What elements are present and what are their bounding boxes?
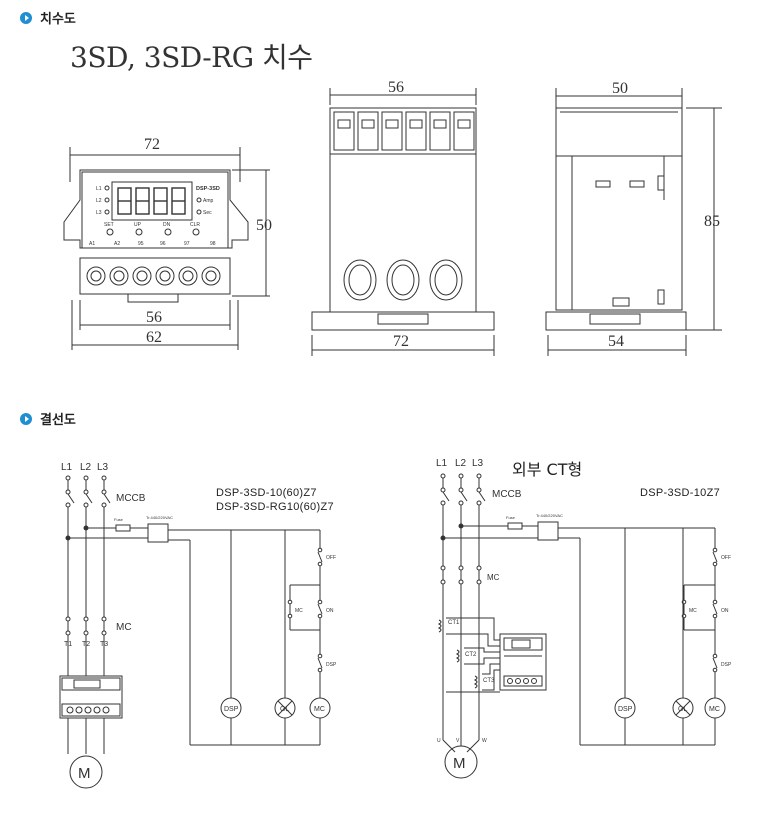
- section-title: 결선도: [40, 413, 76, 428]
- terminal-label: 96: [160, 241, 166, 247]
- model-name: DSP-3SD-RG10(60)Z7: [216, 501, 334, 513]
- breaker-label: MCCB: [116, 493, 146, 504]
- aux-contact-label: MC: [689, 608, 697, 614]
- dim-side-85: 85: [704, 213, 720, 230]
- bullet-icon: [20, 11, 32, 24]
- terminal-label: 98: [210, 241, 216, 247]
- external-ct-title: 외부 CT형: [512, 460, 583, 479]
- transformer-label: Tr.440/220VAC: [536, 513, 563, 518]
- load-label: MC: [314, 706, 325, 713]
- aux-contact-label: MC: [295, 608, 303, 614]
- relay-device-icon: [499, 633, 547, 691]
- fuse-label: Fuse: [114, 517, 124, 522]
- front-view: 72 L1 L2 L3 DSP-3SD Amp Sec SET UP DN CL…: [63, 136, 272, 350]
- side-view: 50 54 85: [545, 80, 722, 356]
- wiring-left-models: DSP-3SD-10(60)Z7 DSP-3SD-RG10(60)Z7: [216, 486, 334, 514]
- switch-label: ON: [721, 608, 729, 614]
- terminal-label: A1: [89, 241, 95, 247]
- output-label: U: [437, 738, 441, 744]
- terminal-label: 97: [184, 241, 190, 247]
- output-label: W: [482, 738, 487, 744]
- line-label: L3: [472, 458, 484, 469]
- button-label: CLR: [190, 222, 200, 228]
- contactor-label: MC: [116, 622, 132, 633]
- switch-label: DSP: [326, 662, 337, 668]
- terminal-label: 95: [138, 241, 144, 247]
- load-label: GL: [678, 706, 687, 713]
- button-label: UP: [134, 222, 142, 228]
- button-label: SET: [104, 222, 114, 228]
- load-label: MC: [709, 706, 720, 713]
- relay-device-icon: [59, 675, 123, 719]
- wiring-left: L1 L2 L3 MCCB Fuse Tr.440/220VAC OFF: [59, 462, 337, 789]
- output-label: V: [456, 738, 460, 744]
- line-label: L2: [80, 462, 92, 473]
- model-label: DSP-3SD: [196, 186, 220, 192]
- line-label: L2: [455, 458, 467, 469]
- wiring-right: L1 L2 L3 MCCB Fuse Tr.440/220VAC OFF MC …: [436, 458, 732, 779]
- dim-front-56: 56: [146, 309, 162, 326]
- wiring-right-model: DSP-3SD-10Z7: [640, 487, 721, 499]
- dim-front-62: 62: [146, 329, 162, 346]
- transformer-label: Tr.440/220VAC: [146, 515, 173, 520]
- load-label: DSP: [618, 706, 633, 713]
- section-title: 치수도: [40, 12, 76, 27]
- load-label: GL: [280, 706, 289, 713]
- switch-label: ON: [326, 608, 334, 614]
- ct-label: CT2: [465, 652, 477, 658]
- dim-side-50: 50: [612, 80, 628, 97]
- switch-label: DSP: [721, 662, 732, 668]
- model-name: DSP-3SD-10(60)Z7: [216, 487, 317, 499]
- button-label: DN: [163, 222, 171, 228]
- motor-label: M: [453, 755, 466, 772]
- line-label: L1: [436, 458, 448, 469]
- line-label: L3: [97, 462, 109, 473]
- section-header-wiring: 결선도: [20, 409, 76, 428]
- dim-term-72: 72: [393, 333, 409, 350]
- unit-led-sec: Sec: [203, 210, 212, 216]
- led-label: L1: [96, 186, 102, 192]
- contactor-label: MC: [487, 573, 500, 582]
- led-label: L2: [96, 198, 102, 204]
- ct-label: CT1: [448, 620, 460, 626]
- motor-label: M: [78, 765, 91, 782]
- unit-led-amp: Amp: [203, 198, 214, 204]
- line-label: L1: [61, 462, 73, 473]
- fuse-label: Fuse: [506, 515, 516, 520]
- dim-side-54: 54: [608, 333, 624, 350]
- ct-label: CT3: [483, 678, 495, 684]
- section-header-dimensions: 치수도: [20, 8, 76, 27]
- terminal-label: A2: [114, 241, 120, 247]
- dim-term-56: 56: [388, 79, 404, 96]
- switch-label: OFF: [326, 555, 336, 561]
- breaker-label: MCCB: [492, 489, 522, 500]
- dim-front-72: 72: [144, 136, 160, 153]
- terminal-view: 56 72: [311, 79, 495, 356]
- dim-front-50: 50: [256, 217, 272, 234]
- dimension-title: 3SD, 3SD-RG 치수: [70, 41, 313, 74]
- bullet-icon: [20, 412, 32, 425]
- led-label: L3: [96, 210, 102, 216]
- load-label: DSP: [224, 706, 239, 713]
- switch-label: OFF: [721, 555, 731, 561]
